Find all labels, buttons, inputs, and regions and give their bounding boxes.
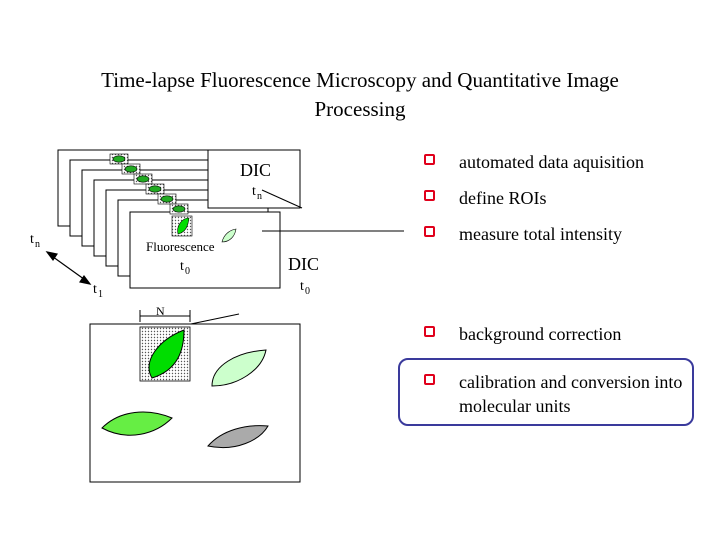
stack-cell-5 — [157, 193, 177, 205]
axis-t1-sub: 1 — [98, 289, 103, 300]
stack-cell-3 — [133, 173, 153, 185]
step-text: measure total intensity — [459, 224, 622, 244]
step-text: define ROIs — [459, 188, 547, 208]
axis-t1-t: t — [93, 282, 97, 297]
square-bullet-icon — [424, 190, 435, 201]
step-calibration-conversion: calibration and conversion into molecula… — [424, 370, 684, 418]
time-axis-arrow — [45, 251, 92, 285]
dic-stack-time-t: t — [252, 184, 256, 199]
square-bullet-icon — [424, 226, 435, 237]
fluorescence-time-t: t — [180, 259, 184, 274]
step-text: automated data aquisition — [459, 152, 644, 172]
step-background-correction: background correction — [424, 322, 621, 346]
fluorescence-label: Fluorescence — [146, 239, 215, 254]
dic-t0-time-t: t — [300, 279, 304, 294]
step-text: calibration and conversion into molecula… — [459, 372, 683, 416]
step-define-rois: define ROIs — [424, 186, 546, 210]
fluorescence-time-sub: 0 — [185, 266, 190, 277]
cell-mid-green — [101, 411, 173, 436]
cell-bright-green — [148, 329, 185, 379]
field-of-view-frame — [89, 323, 301, 483]
roi-bracket — [139, 310, 191, 322]
stack-cell-light — [221, 228, 237, 243]
title-line-2: Processing — [314, 97, 406, 121]
dic-tn-frame — [207, 149, 301, 209]
axis-tn-sub: n — [35, 239, 40, 250]
stack-cell-front — [171, 215, 193, 237]
stack-cell-6 — [169, 203, 189, 215]
dic-stack-label: DIC — [240, 160, 271, 180]
stack-cell-1 — [109, 153, 129, 165]
square-bullet-icon — [424, 326, 435, 337]
stack-frame-7 — [129, 211, 281, 289]
dic-tn-connector — [261, 189, 303, 209]
cell-gray — [207, 425, 269, 449]
square-bullet-icon — [424, 154, 435, 165]
dic-t0-label: DIC — [288, 254, 319, 274]
roi-connector — [185, 313, 240, 326]
step-automated-data-acquisition: automated data aquisition — [424, 150, 644, 174]
dic-image-stack — [57, 149, 281, 289]
cell-light-green — [211, 349, 267, 387]
page-title: Time-lapse Fluorescence Microscopy and Q… — [40, 66, 680, 124]
dic-t0-time-sub: 0 — [305, 286, 310, 297]
step-measure-total-intensity: measure total intensity — [424, 222, 622, 246]
stack-cell-2 — [121, 163, 141, 175]
square-bullet-icon — [424, 374, 435, 385]
step-text: background correction — [459, 324, 622, 344]
calibration-highlight-box — [398, 358, 694, 426]
axis-tn-t: t — [30, 232, 34, 247]
stack-cell-markers — [109, 153, 237, 243]
dic-stack-time-sub: n — [257, 191, 262, 202]
stack-cell-4 — [145, 183, 165, 195]
title-line-1: Time-lapse Fluorescence Microscopy and Q… — [101, 68, 619, 92]
roi-label: N — [156, 304, 165, 318]
